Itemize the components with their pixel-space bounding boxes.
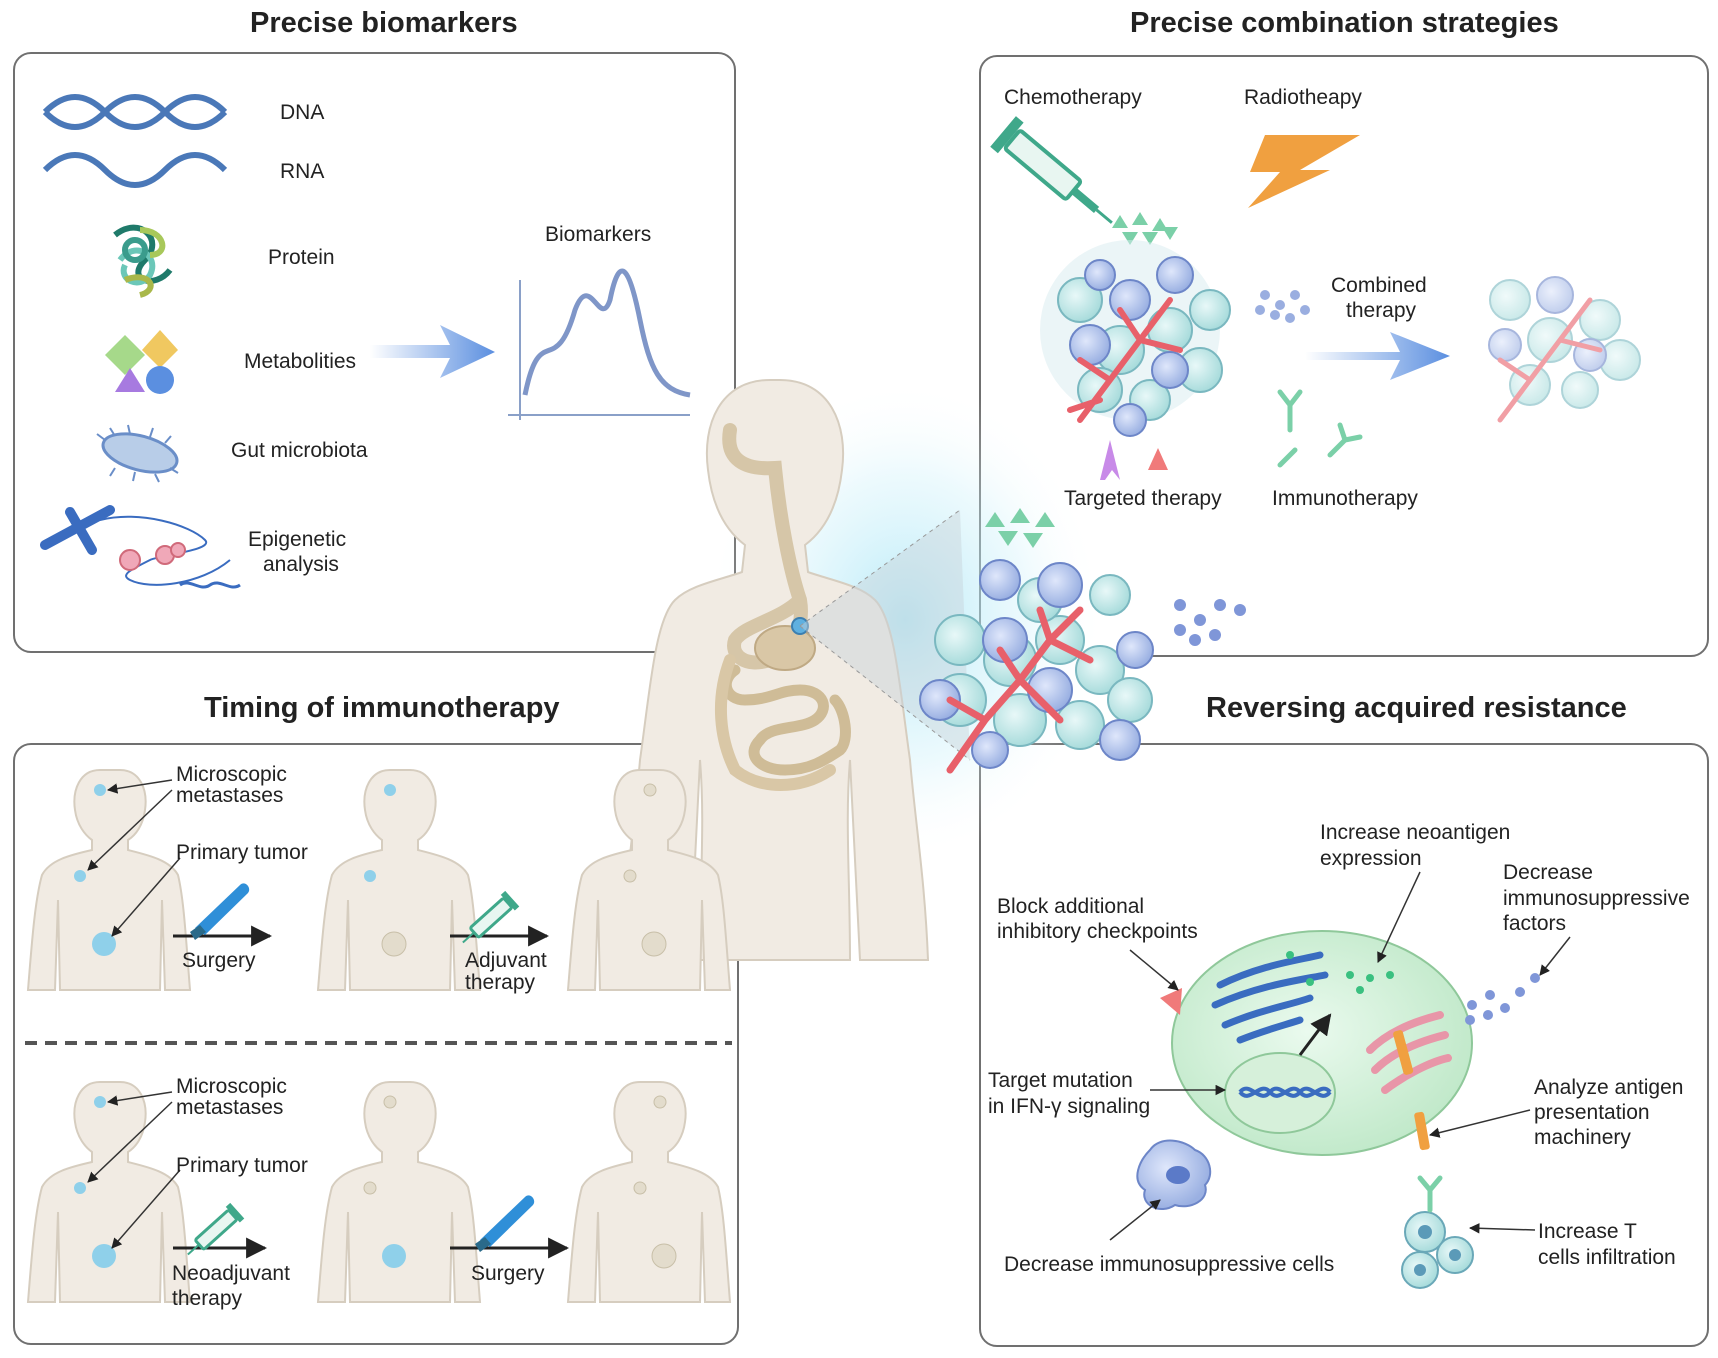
- label-primary-tumor-1: Primary tumor: [176, 841, 308, 864]
- label-chemotherapy: Chemotherapy: [1004, 86, 1142, 109]
- label-protein: Protein: [268, 246, 335, 269]
- central-body: [620, 379, 930, 961]
- label-immunotherapy: Immunotherapy: [1272, 487, 1418, 510]
- combined-therapy-arrow: [1305, 332, 1450, 380]
- label-target-1: Target mutation: [988, 1069, 1133, 1092]
- label-target-2: in IFN-γ signaling: [988, 1095, 1151, 1118]
- timing-pointers: [87, 779, 181, 1249]
- targeted-arrow: [1100, 440, 1120, 480]
- label-gut-microbiota: Gut microbiota: [231, 439, 368, 462]
- digestive-tract: [715, 423, 851, 791]
- label-surgery-2: Surgery: [471, 1262, 545, 1285]
- antibody-icons: [1277, 389, 1363, 468]
- label-analyze-3: machinery: [1534, 1126, 1631, 1149]
- label-microscopic-2: Microscopic: [176, 1075, 287, 1098]
- label-tcell-2: cells infiltration: [1538, 1246, 1676, 1269]
- metabolite-icon: [105, 330, 178, 394]
- label-tcell-1: Increase T: [1538, 1220, 1637, 1243]
- syringe-icon-2: [462, 890, 520, 944]
- lightning-icon: [1248, 135, 1360, 208]
- central-tumor: [919, 508, 1246, 774]
- label-block-2: inhibitory checkpoints: [997, 920, 1198, 943]
- protein-icon: [113, 224, 173, 298]
- tumor-cell: [1171, 930, 1473, 1156]
- tumor-cluster-1: [1040, 240, 1310, 437]
- label-decrease-factors-1: Decrease: [1503, 861, 1593, 884]
- label-epigenetic: Epigenetic: [248, 528, 347, 551]
- suppressive-factor-dots: [1465, 973, 1540, 1025]
- epigenetic-icon: [40, 505, 241, 589]
- dna-icon: [42, 94, 228, 130]
- tumor-cluster-2: [1488, 276, 1641, 423]
- t-cell-icon: [1401, 1175, 1474, 1289]
- label-primary-tumor-2: Primary tumor: [176, 1154, 308, 1177]
- label-neoantigen-1: Increase neoantigen: [1320, 821, 1511, 844]
- checkpoint-triangle: [1160, 988, 1182, 1015]
- label-decrease-factors-2: immunosuppressive: [1503, 887, 1690, 910]
- microbiota-icon: [96, 424, 179, 483]
- label-block-1: Block additional: [997, 895, 1145, 918]
- syringe-icon: [990, 116, 1113, 224]
- label-combined: Combined: [1331, 274, 1427, 297]
- label-neoadjuvant: Neoadjuvant: [172, 1262, 290, 1285]
- label-analysis: analysis: [263, 553, 339, 576]
- scalpel-icon-1: [190, 883, 250, 940]
- label-targeted-therapy: Targeted therapy: [1064, 487, 1222, 510]
- label-metastases-1: metastases: [176, 784, 284, 807]
- syringe-icon-3: [187, 1202, 245, 1256]
- combination-title: Precise combination strategies: [1130, 7, 1559, 39]
- label-surgery-1: Surgery: [182, 949, 256, 972]
- timing-bodies: [26, 769, 731, 1303]
- label-decrease-factors-3: factors: [1503, 912, 1567, 935]
- label-neoantigen-2: expression: [1320, 847, 1422, 870]
- label-microscopic-1: Microscopic: [176, 763, 287, 786]
- biomarker-arrow: [370, 325, 495, 378]
- resistance-title: Reversing acquired resistance: [1206, 692, 1627, 724]
- cytokine-triangles: [1112, 212, 1178, 245]
- timing-step-arrows: [173, 925, 570, 1259]
- rna-icon: [42, 152, 228, 188]
- timing-title: Timing of immunotherapy: [204, 692, 560, 724]
- resistance-pointers: [1109, 871, 1571, 1241]
- mhc-icon: [1414, 1111, 1430, 1151]
- label-adjuvant-therapy: therapy: [465, 971, 536, 994]
- biomarker-chart: [508, 268, 691, 420]
- suppressive-cell-icon: [1136, 1139, 1212, 1210]
- label-neoadjuvant-therapy: therapy: [172, 1287, 243, 1310]
- timing-tumors: [74, 783, 677, 1269]
- targeted-triangle: [1148, 448, 1168, 470]
- label-radiotheapy: Radiotheapy: [1244, 86, 1362, 109]
- label-adjuvant: Adjuvant: [465, 949, 547, 972]
- label-combined-therapy: therapy: [1346, 299, 1417, 322]
- scalpel-icon-2: [475, 1195, 535, 1252]
- label-analyze-2: presentation: [1534, 1101, 1650, 1124]
- label-metastases-2: metastases: [176, 1096, 284, 1119]
- label-rna: RNA: [280, 160, 325, 183]
- label-biomarkers-chart: Biomarkers: [545, 223, 652, 246]
- biomarkers-title: Precise biomarkers: [250, 7, 518, 39]
- label-metabolities: Metabolities: [244, 350, 357, 373]
- label-decrease-cells: Decrease immunosuppressive cells: [1004, 1253, 1335, 1276]
- label-dna: DNA: [280, 101, 325, 124]
- label-analyze-1: Analyze antigen: [1534, 1076, 1684, 1099]
